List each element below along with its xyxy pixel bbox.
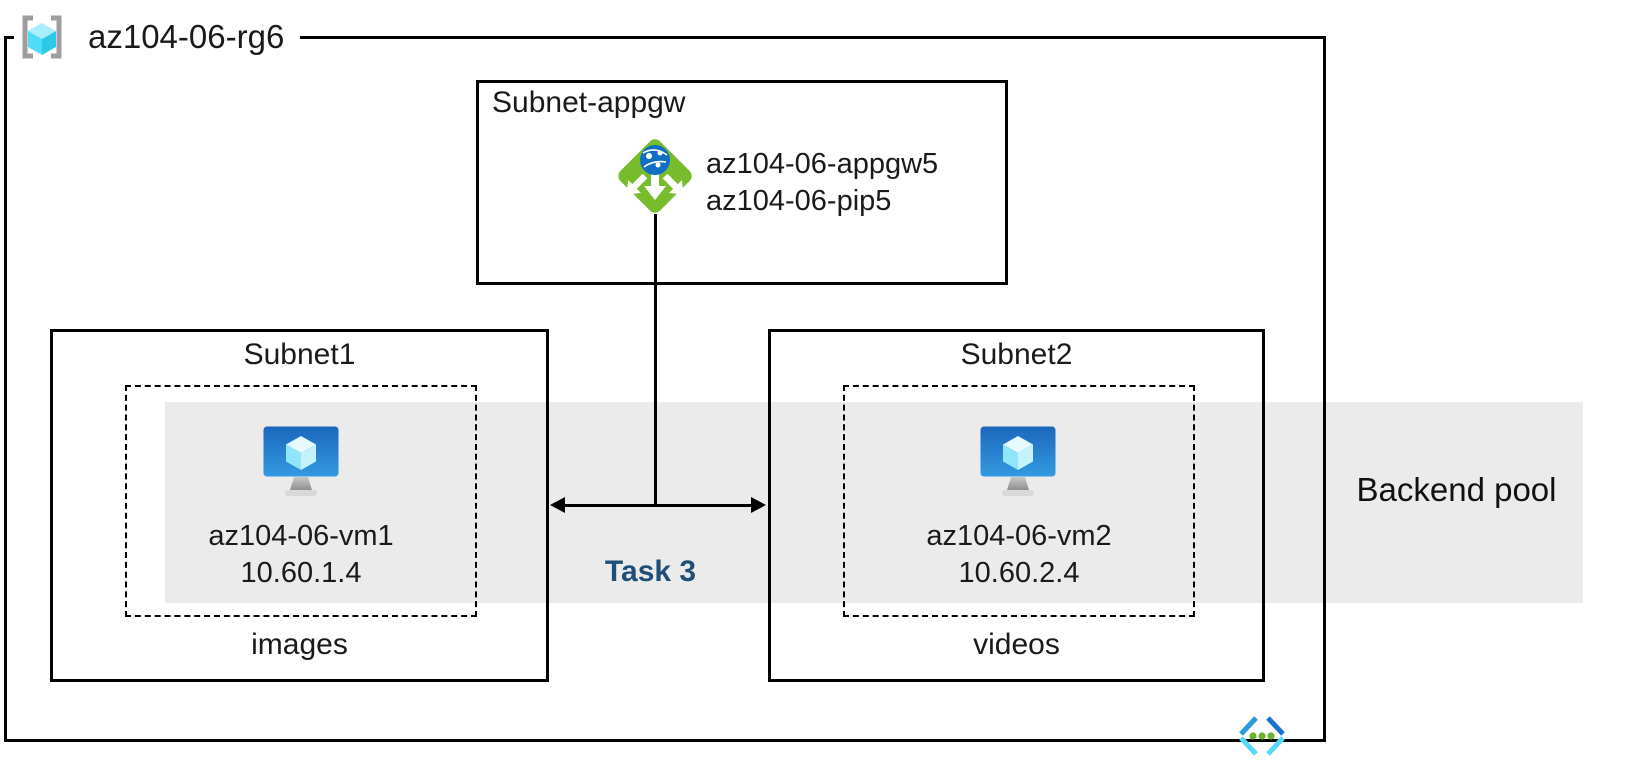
arrowhead-left-icon [550, 497, 565, 513]
resource-group-name: az104-06-rg6 [88, 18, 285, 55]
backend-pool-label: Backend pool [1356, 471, 1557, 508]
subnet1-title: Subnet1 [243, 338, 356, 371]
subnet1-box [50, 329, 549, 682]
task-label: Task 3 [604, 555, 697, 588]
subnet2-title: Subnet2 [960, 338, 1073, 371]
resource-group-icon [22, 15, 62, 59]
subnet2-vm-labels: az104-06-vm2 10.60.2.4 [843, 518, 1195, 592]
vm1-name: az104-06-vm1 [208, 520, 394, 552]
resource-group-title: az104-06-rg6 [14, 8, 301, 66]
subnet2-box [768, 329, 1265, 682]
virtual-network-icon [1239, 716, 1285, 756]
application-gateway-icon [618, 139, 692, 213]
subnet-link-line [563, 504, 753, 507]
subnet2-caption: videos [973, 628, 1060, 661]
subnet-appgw-box [476, 80, 1008, 285]
subnet1-vm-group-box [125, 385, 477, 617]
vm2-ip: 10.60.2.4 [958, 557, 1080, 589]
virtual-machine-icon [263, 426, 339, 496]
subnet1-vm-labels: az104-06-vm1 10.60.1.4 [125, 518, 477, 592]
public-ip-name: az104-06-pip5 [706, 185, 892, 217]
application-gateway-labels: az104-06-appgw5 az104-06-pip5 [706, 146, 938, 220]
application-gateway-name: az104-06-appgw5 [706, 148, 939, 180]
gateway-connector-line [654, 214, 657, 506]
backend-pool-band [165, 402, 1583, 603]
vm2-name: az104-06-vm2 [926, 520, 1112, 552]
vm1-ip: 10.60.1.4 [240, 557, 362, 589]
subnet2-vm-group-box [843, 385, 1195, 617]
subnet1-caption: images [251, 628, 348, 661]
resource-group-box [4, 36, 1326, 742]
arrowhead-right-icon [751, 497, 766, 513]
subnet-appgw-title: Subnet-appgw [492, 86, 686, 119]
virtual-machine-icon [980, 426, 1056, 496]
